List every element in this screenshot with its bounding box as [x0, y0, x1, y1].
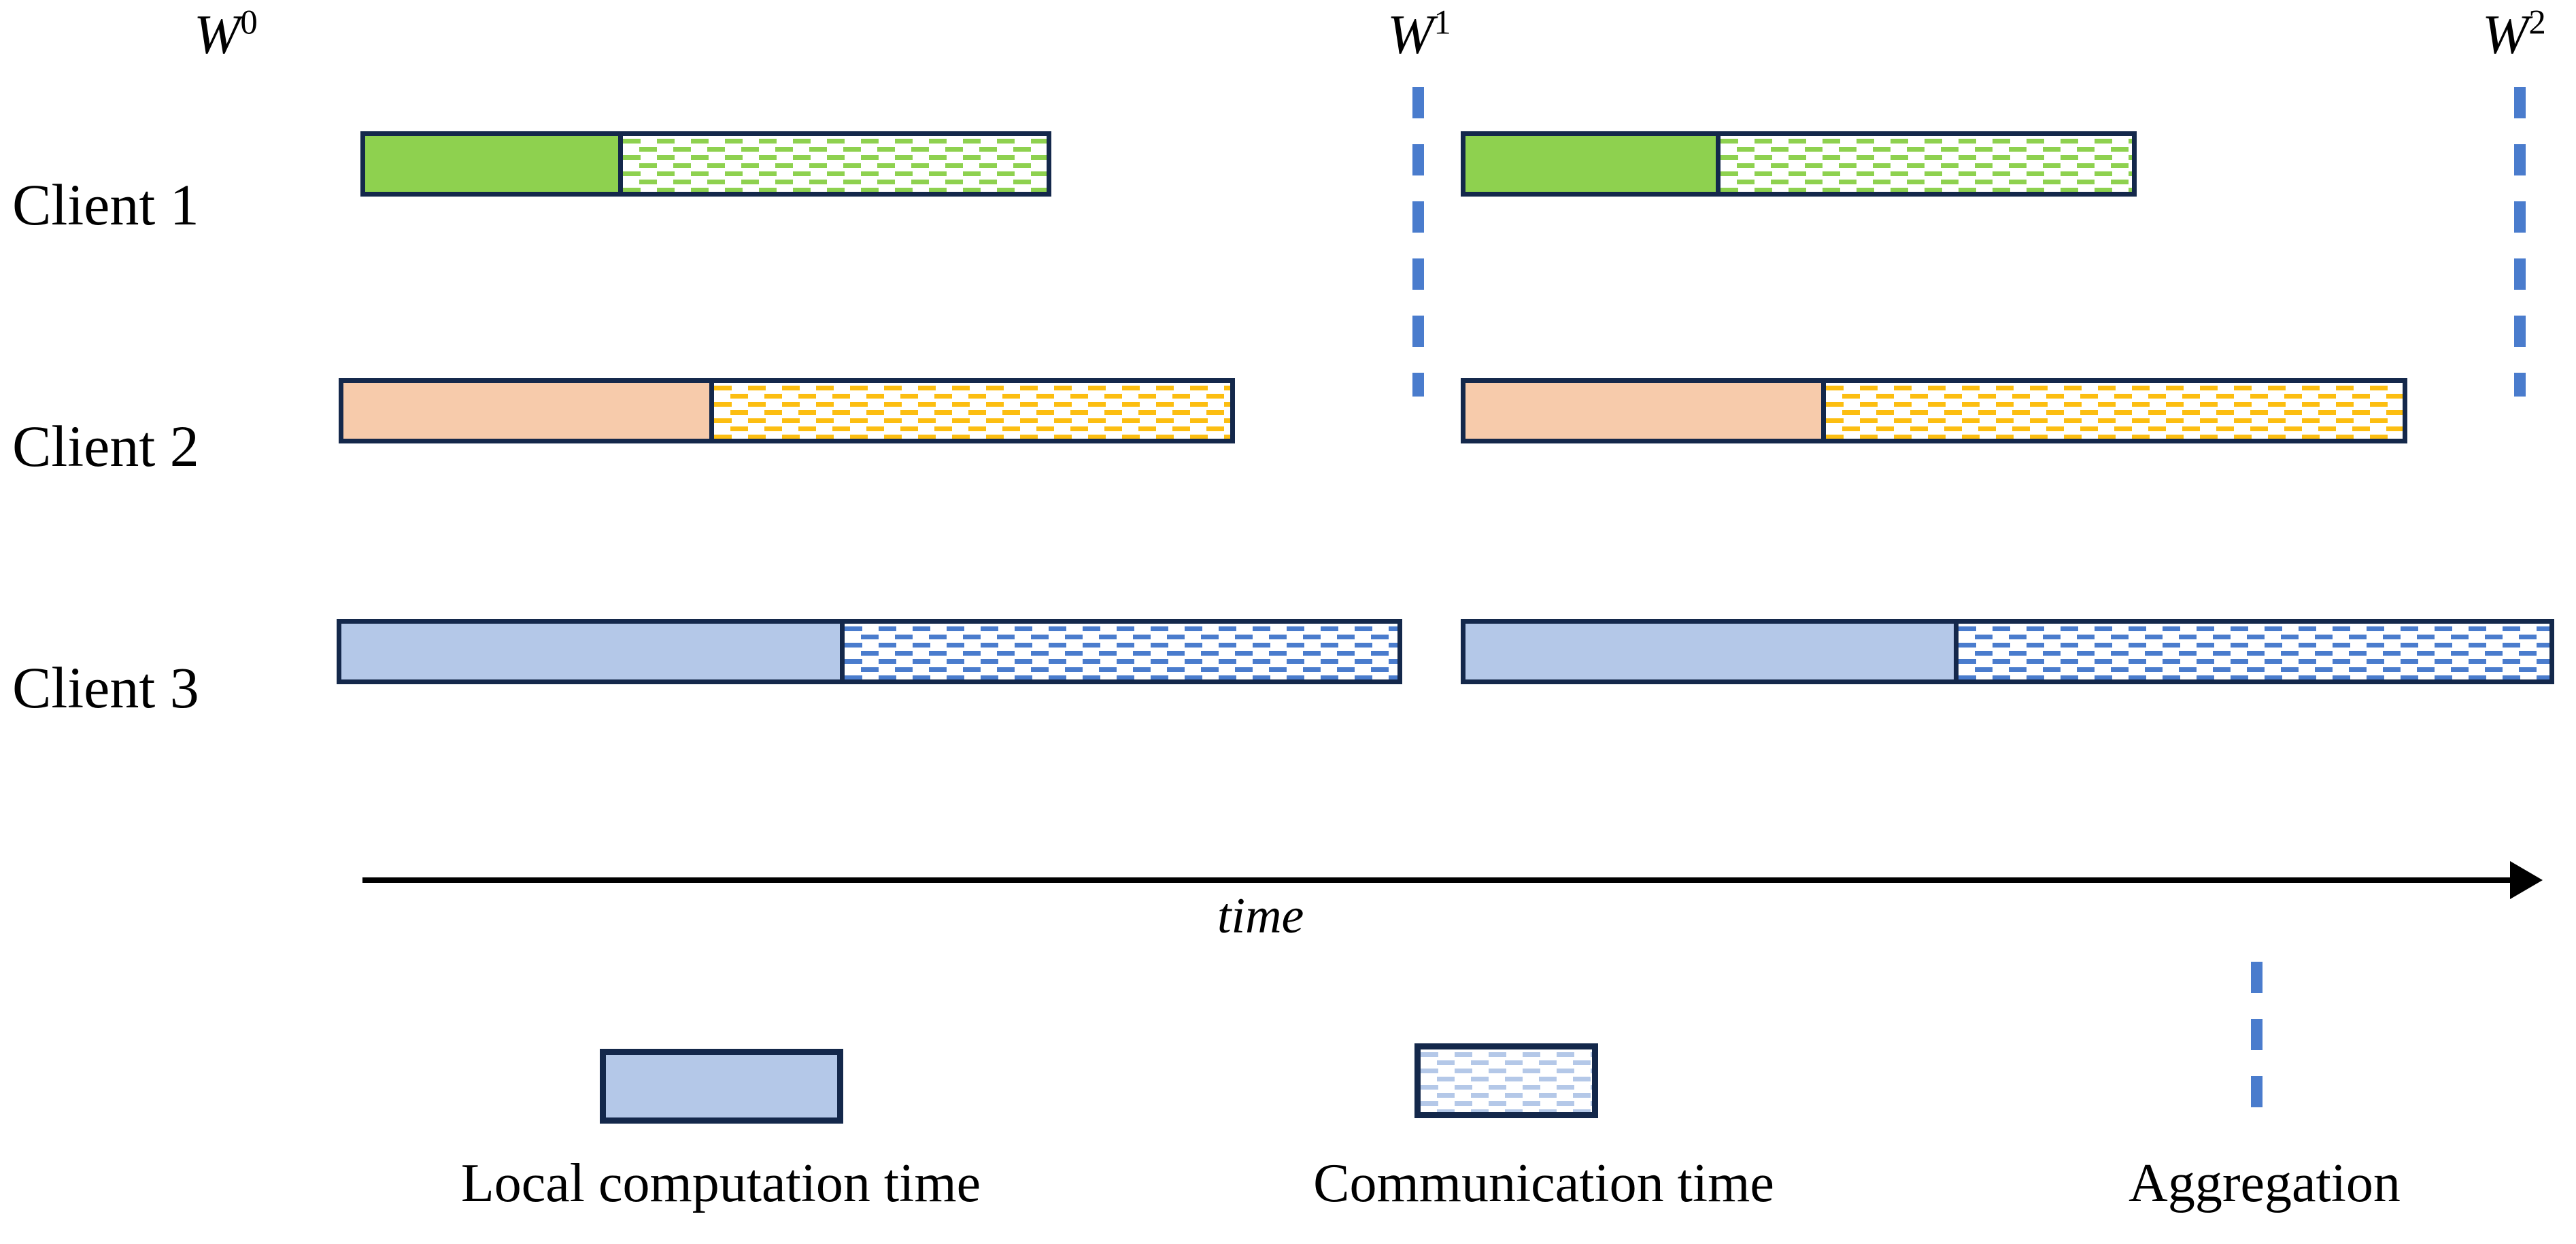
client-1-round-0-communication-segment	[618, 136, 1047, 192]
legend-label-communication-time: Communication time	[1313, 1154, 1774, 1213]
client-2-round-1-compute-segment	[1465, 383, 1821, 439]
client-3-round-0-communication-segment	[840, 624, 1397, 679]
legend-label-local-computation-time: Local computation time	[460, 1154, 981, 1213]
client-3-round-0-bar	[337, 619, 1402, 684]
client-label-1: Client 1	[12, 172, 199, 237]
aggregation-line-w1	[1412, 87, 1424, 397]
client-1-round-1-bar	[1461, 131, 2137, 197]
time-axis-line	[362, 877, 2510, 883]
legend-swatch-local-computation-time	[600, 1049, 843, 1124]
round-marker-w1: W1	[1387, 5, 1451, 63]
client-3-round-1-bar	[1461, 619, 2554, 684]
client-label-2: Client 2	[12, 414, 199, 479]
round-marker-w1-base: W	[1387, 3, 1434, 65]
client-1-round-0-bar	[360, 131, 1051, 197]
client-1-round-1-communication-segment	[1716, 136, 2132, 192]
round-marker-w2: W2	[2482, 5, 2546, 63]
legend-swatch-aggregation	[2251, 962, 2263, 1117]
client-2-round-0-communication-segment	[709, 383, 1230, 439]
client-3-round-1-communication-segment	[1954, 624, 2549, 679]
time-axis-caption: time	[1217, 888, 1304, 944]
aggregation-line-w2	[2514, 87, 2526, 397]
client-2-round-1-communication-segment	[1821, 383, 2403, 439]
legend-swatch-communication-time	[1414, 1043, 1598, 1118]
time-axis-arrowhead-icon	[2510, 861, 2543, 899]
client-label-3: Client 3	[12, 655, 199, 720]
round-marker-w2-exponent: 2	[2528, 3, 2546, 41]
client-1-round-1-compute-segment	[1465, 136, 1716, 192]
round-marker-w2-base: W	[2482, 3, 2529, 65]
client-2-round-0-compute-segment	[343, 383, 709, 439]
client-1-round-0-compute-segment	[365, 136, 618, 192]
client-3-round-0-compute-segment	[341, 624, 840, 679]
round-marker-w1-exponent: 1	[1434, 3, 1451, 41]
round-marker-w0-base: W	[194, 3, 241, 65]
client-2-round-1-bar	[1461, 378, 2407, 443]
legend-label-aggregation: Aggregation	[2129, 1154, 2401, 1213]
client-2-round-0-bar	[339, 378, 1235, 443]
round-marker-w0-exponent: 0	[240, 3, 258, 41]
client-3-round-1-compute-segment	[1465, 624, 1954, 679]
round-marker-w0: W0	[194, 5, 258, 63]
